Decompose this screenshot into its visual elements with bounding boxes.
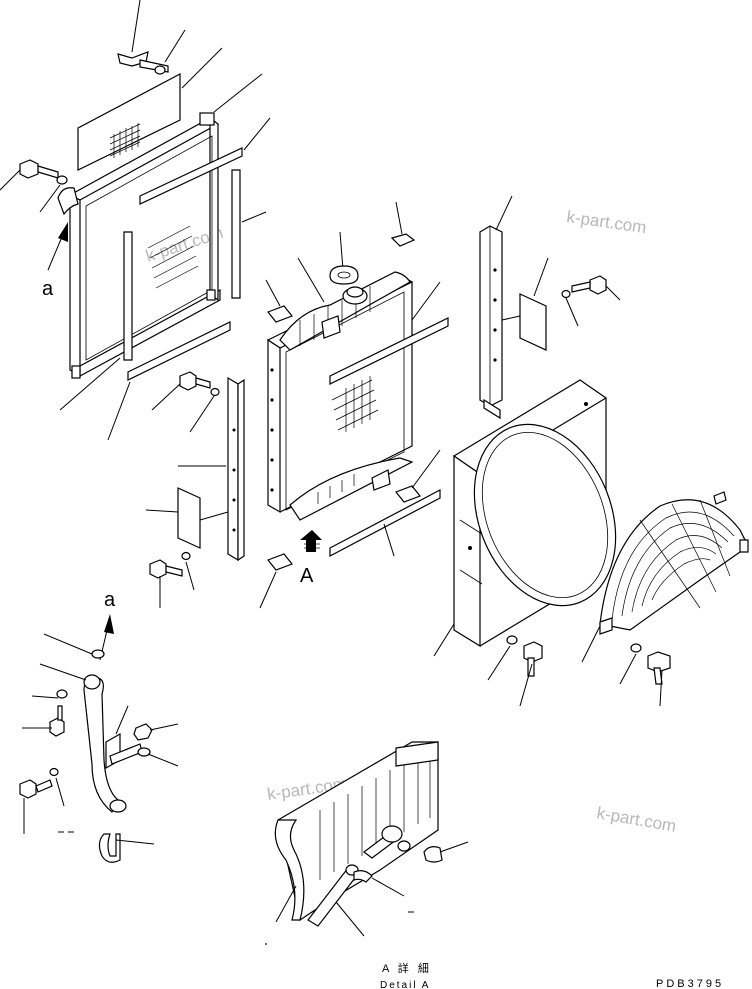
arrow-a-top: a	[42, 222, 68, 300]
bracket-bolt-upper	[151, 371, 220, 433]
condenser-bolt	[0, 159, 68, 213]
radiator-assembly	[266, 231, 441, 521]
fan-guard	[581, 491, 749, 663]
view-arrow-a: A	[300, 530, 322, 587]
overflow-hose	[39, 663, 155, 863]
hose-nut-washer	[133, 723, 179, 767]
arrow-a-bottom: a	[43, 589, 116, 661]
shroud-bolt	[561, 275, 621, 327]
drawing-number: PDB3795	[656, 978, 724, 989]
detail-ref-a-top: a	[42, 278, 54, 300]
side-bracket	[145, 376, 245, 562]
watermark-2: k-part.com	[565, 207, 647, 237]
rubber-pad-left	[265, 279, 293, 323]
support-bracket-right	[479, 195, 549, 420]
hose-bolts-left	[19, 689, 74, 834]
detail-a-caption-en: Detail A	[380, 980, 430, 989]
bracket-bolt-lower	[149, 551, 195, 608]
rubber-pad-right	[395, 449, 441, 503]
seal-strips-left	[59, 117, 271, 441]
view-label-a: A	[300, 565, 314, 587]
insect-screen	[77, 47, 223, 171]
detail-a-view	[265, 741, 469, 945]
seal-strips-right	[329, 317, 449, 557]
wing-nut-assembly	[117, 0, 186, 75]
detail-ref-a-bottom: a	[104, 589, 116, 611]
rubber-pad-bottom	[259, 553, 293, 609]
detail-a-caption-jp: A 詳 細	[382, 961, 432, 975]
condenser-core	[57, 73, 263, 379]
radiator-cap-gasket	[329, 265, 359, 285]
shroud-mount-hardware	[487, 635, 671, 707]
watermark-4: k-part.com	[595, 803, 677, 836]
hose-clamp-bracket	[105, 705, 143, 770]
fan-shroud	[433, 379, 617, 657]
rubber-pad-top	[390, 201, 416, 247]
